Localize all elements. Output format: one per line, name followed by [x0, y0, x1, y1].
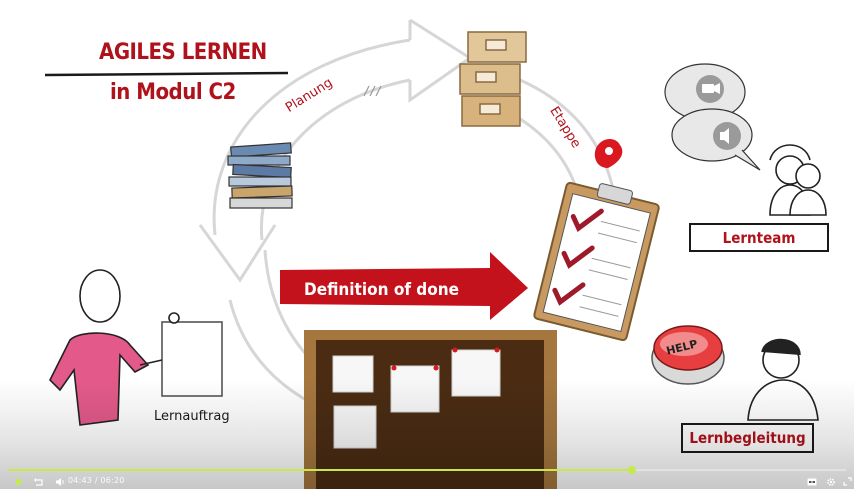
- video-title-line1: AGILES LERNEN: [99, 40, 267, 65]
- lernteam-label: Lernteam: [689, 223, 829, 252]
- captions-button[interactable]: [805, 474, 819, 489]
- title-underline: [44, 71, 289, 77]
- definition-of-done-text: Definition of done: [304, 280, 460, 300]
- cork-board: [304, 330, 557, 489]
- definition-of-done-arrow: [280, 252, 528, 320]
- team-people: [769, 144, 827, 216]
- player-controls: 04:43 / 06:20: [0, 474, 854, 489]
- coach-person: [747, 338, 819, 421]
- box-stack: [459, 31, 527, 127]
- progress-bar[interactable]: [8, 466, 846, 474]
- progress-fill: [8, 469, 633, 471]
- captions-icon: [807, 478, 817, 485]
- progress-handle[interactable]: [628, 466, 637, 474]
- time-display: 04:43 / 06:20: [68, 476, 125, 485]
- lernauftrag-label: Lernauftrag: [154, 409, 230, 424]
- clipboard: [533, 181, 660, 342]
- gear-icon: [827, 477, 835, 486]
- help-button-graphic: [651, 325, 725, 385]
- location-pin-icon: [594, 139, 623, 168]
- duration: 06:20: [100, 476, 125, 485]
- fullscreen-button[interactable]: [840, 474, 854, 489]
- student-person: [49, 269, 223, 426]
- volume-button[interactable]: [53, 474, 67, 489]
- volume-icon: [56, 477, 64, 486]
- motion-dashes: [363, 85, 382, 97]
- current-time: 04:43: [68, 476, 93, 485]
- time-separator: /: [94, 476, 98, 485]
- settings-button[interactable]: [824, 474, 838, 489]
- chat-bubbles: [664, 63, 761, 171]
- video-title-line2: in Modul C2: [110, 80, 236, 105]
- play-button[interactable]: [12, 474, 26, 489]
- book-stack: [227, 142, 293, 209]
- lernbegleitung-label: Lernbegleitung: [681, 423, 814, 453]
- rewind-button[interactable]: [32, 474, 46, 489]
- play-icon: [15, 477, 23, 486]
- rewind-icon: [34, 477, 43, 486]
- fullscreen-icon: [842, 477, 852, 486]
